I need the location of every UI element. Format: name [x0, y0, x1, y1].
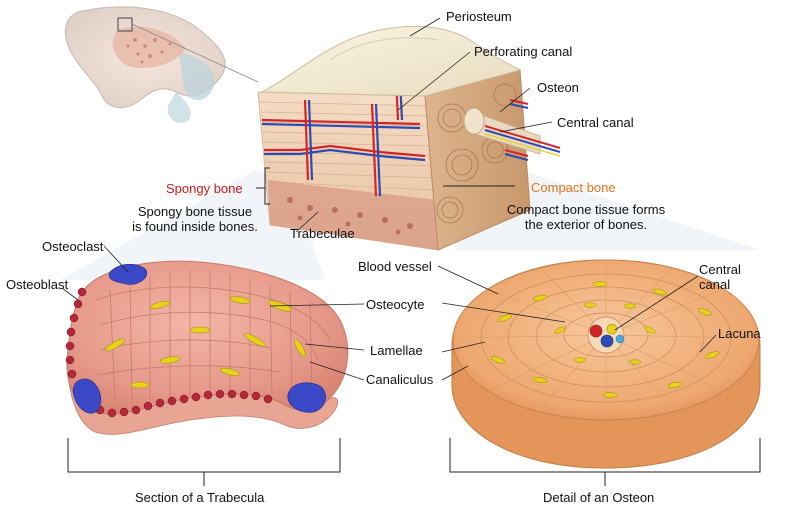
label-blood-vessel: Blood vessel [358, 259, 432, 274]
spongy-desc-line1: Spongy bone tissue [137, 204, 253, 219]
compact-bone-description: Compact bone tissue forms the exterior o… [505, 202, 667, 232]
spongy-desc-line2: is found inside bones. [132, 219, 258, 234]
central-canal-right-line1: Central [699, 262, 741, 277]
label-perforating-canal: Perforating canal [474, 44, 573, 59]
label-osteoblast: Osteoblast [6, 277, 69, 292]
label-canaliculus: Canaliculus [366, 372, 434, 387]
leader-lines [61, 17, 717, 381]
label-lacuna: Lacuna [718, 326, 761, 341]
caption-detail-of-osteon: Detail of an Osteon [543, 490, 655, 505]
caption-section-of-trabecula: Section of a Trabecula [135, 490, 265, 505]
label-spongy-bone: Spongy bone [166, 181, 243, 196]
osteon-detail [451, 259, 761, 469]
label-lamellae: Lamellae [370, 343, 423, 358]
label-central-canal: Central canal [557, 115, 634, 130]
label-osteocyte: Osteocyte [366, 297, 425, 312]
label-osteoclast: Osteoclast [42, 239, 104, 254]
label-central-canal-right: Central canal [699, 262, 741, 292]
label-trabeculae: Trabeculae [290, 226, 355, 241]
bracket-lines [67, 167, 761, 486]
magnification-cone-left [60, 170, 325, 280]
trabecula-section [65, 260, 349, 435]
compact-desc-line2: the exterior of bones. [524, 217, 648, 232]
central-canal-right-line2: canal [699, 277, 731, 292]
label-compact-bone: Compact bone [531, 180, 616, 195]
spongy-bone-description: Spongy bone tissue is found inside bones… [128, 204, 262, 234]
compact-desc-line1: Compact bone tissue forms [506, 202, 666, 217]
compact-bone-block [257, 25, 561, 251]
femur-head-illustration [64, 6, 259, 124]
label-osteon: Osteon [537, 80, 579, 95]
label-periosteum: Periosteum [446, 9, 512, 24]
